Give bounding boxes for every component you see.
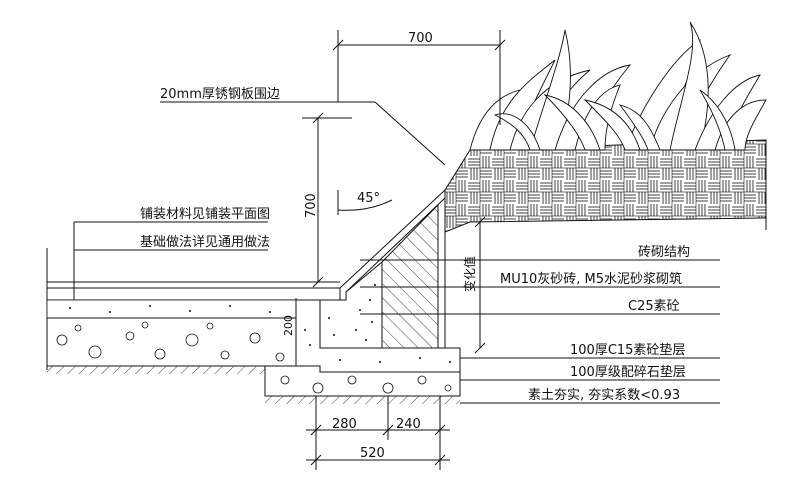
soil-hatch-bottom [265,396,460,404]
label-brick-structure: 砖砌结构 [638,245,690,260]
soil-hatch-left [47,366,265,374]
c25-concrete-wedge [319,260,383,349]
dimension-lines [295,30,506,470]
label-soil: 素土夯实, 夯实系数<0.93 [528,388,680,403]
label-foundation: 基础做法详见通用做法 [140,235,270,250]
label-c25: C25素砼 [628,299,680,314]
dim-base-total: 520 [360,446,385,461]
dim-angle: 45° [357,191,380,206]
ornamental-grass-plants [469,21,767,151]
label-gravel-bed: 100厚级配碎石垫层 [570,364,686,380]
label-brick-spec: MU10灰砂砖, M5水泥砂浆砌筑 [500,271,682,287]
label-paving-material: 铺装材料见铺装平面图 [140,207,270,222]
dim-step: 200 [282,315,295,336]
dim-base-left: 280 [332,417,357,432]
label-steel-edge: 20mm厚锈钢板围边 [160,87,280,102]
paving-layers [46,248,340,370]
brick-wall-hatch [381,203,439,349]
dim-base-right: 240 [396,417,421,432]
concrete-bed [46,317,321,367]
dim-wall-height: 700 [304,193,319,218]
planting-soil-block [444,139,767,233]
leader-lines [73,101,720,404]
label-variable: 变化值 [462,256,477,292]
label-c15-bed: 100厚C15素砼垫层 [570,342,685,358]
dim-top-width: 700 [408,31,433,46]
